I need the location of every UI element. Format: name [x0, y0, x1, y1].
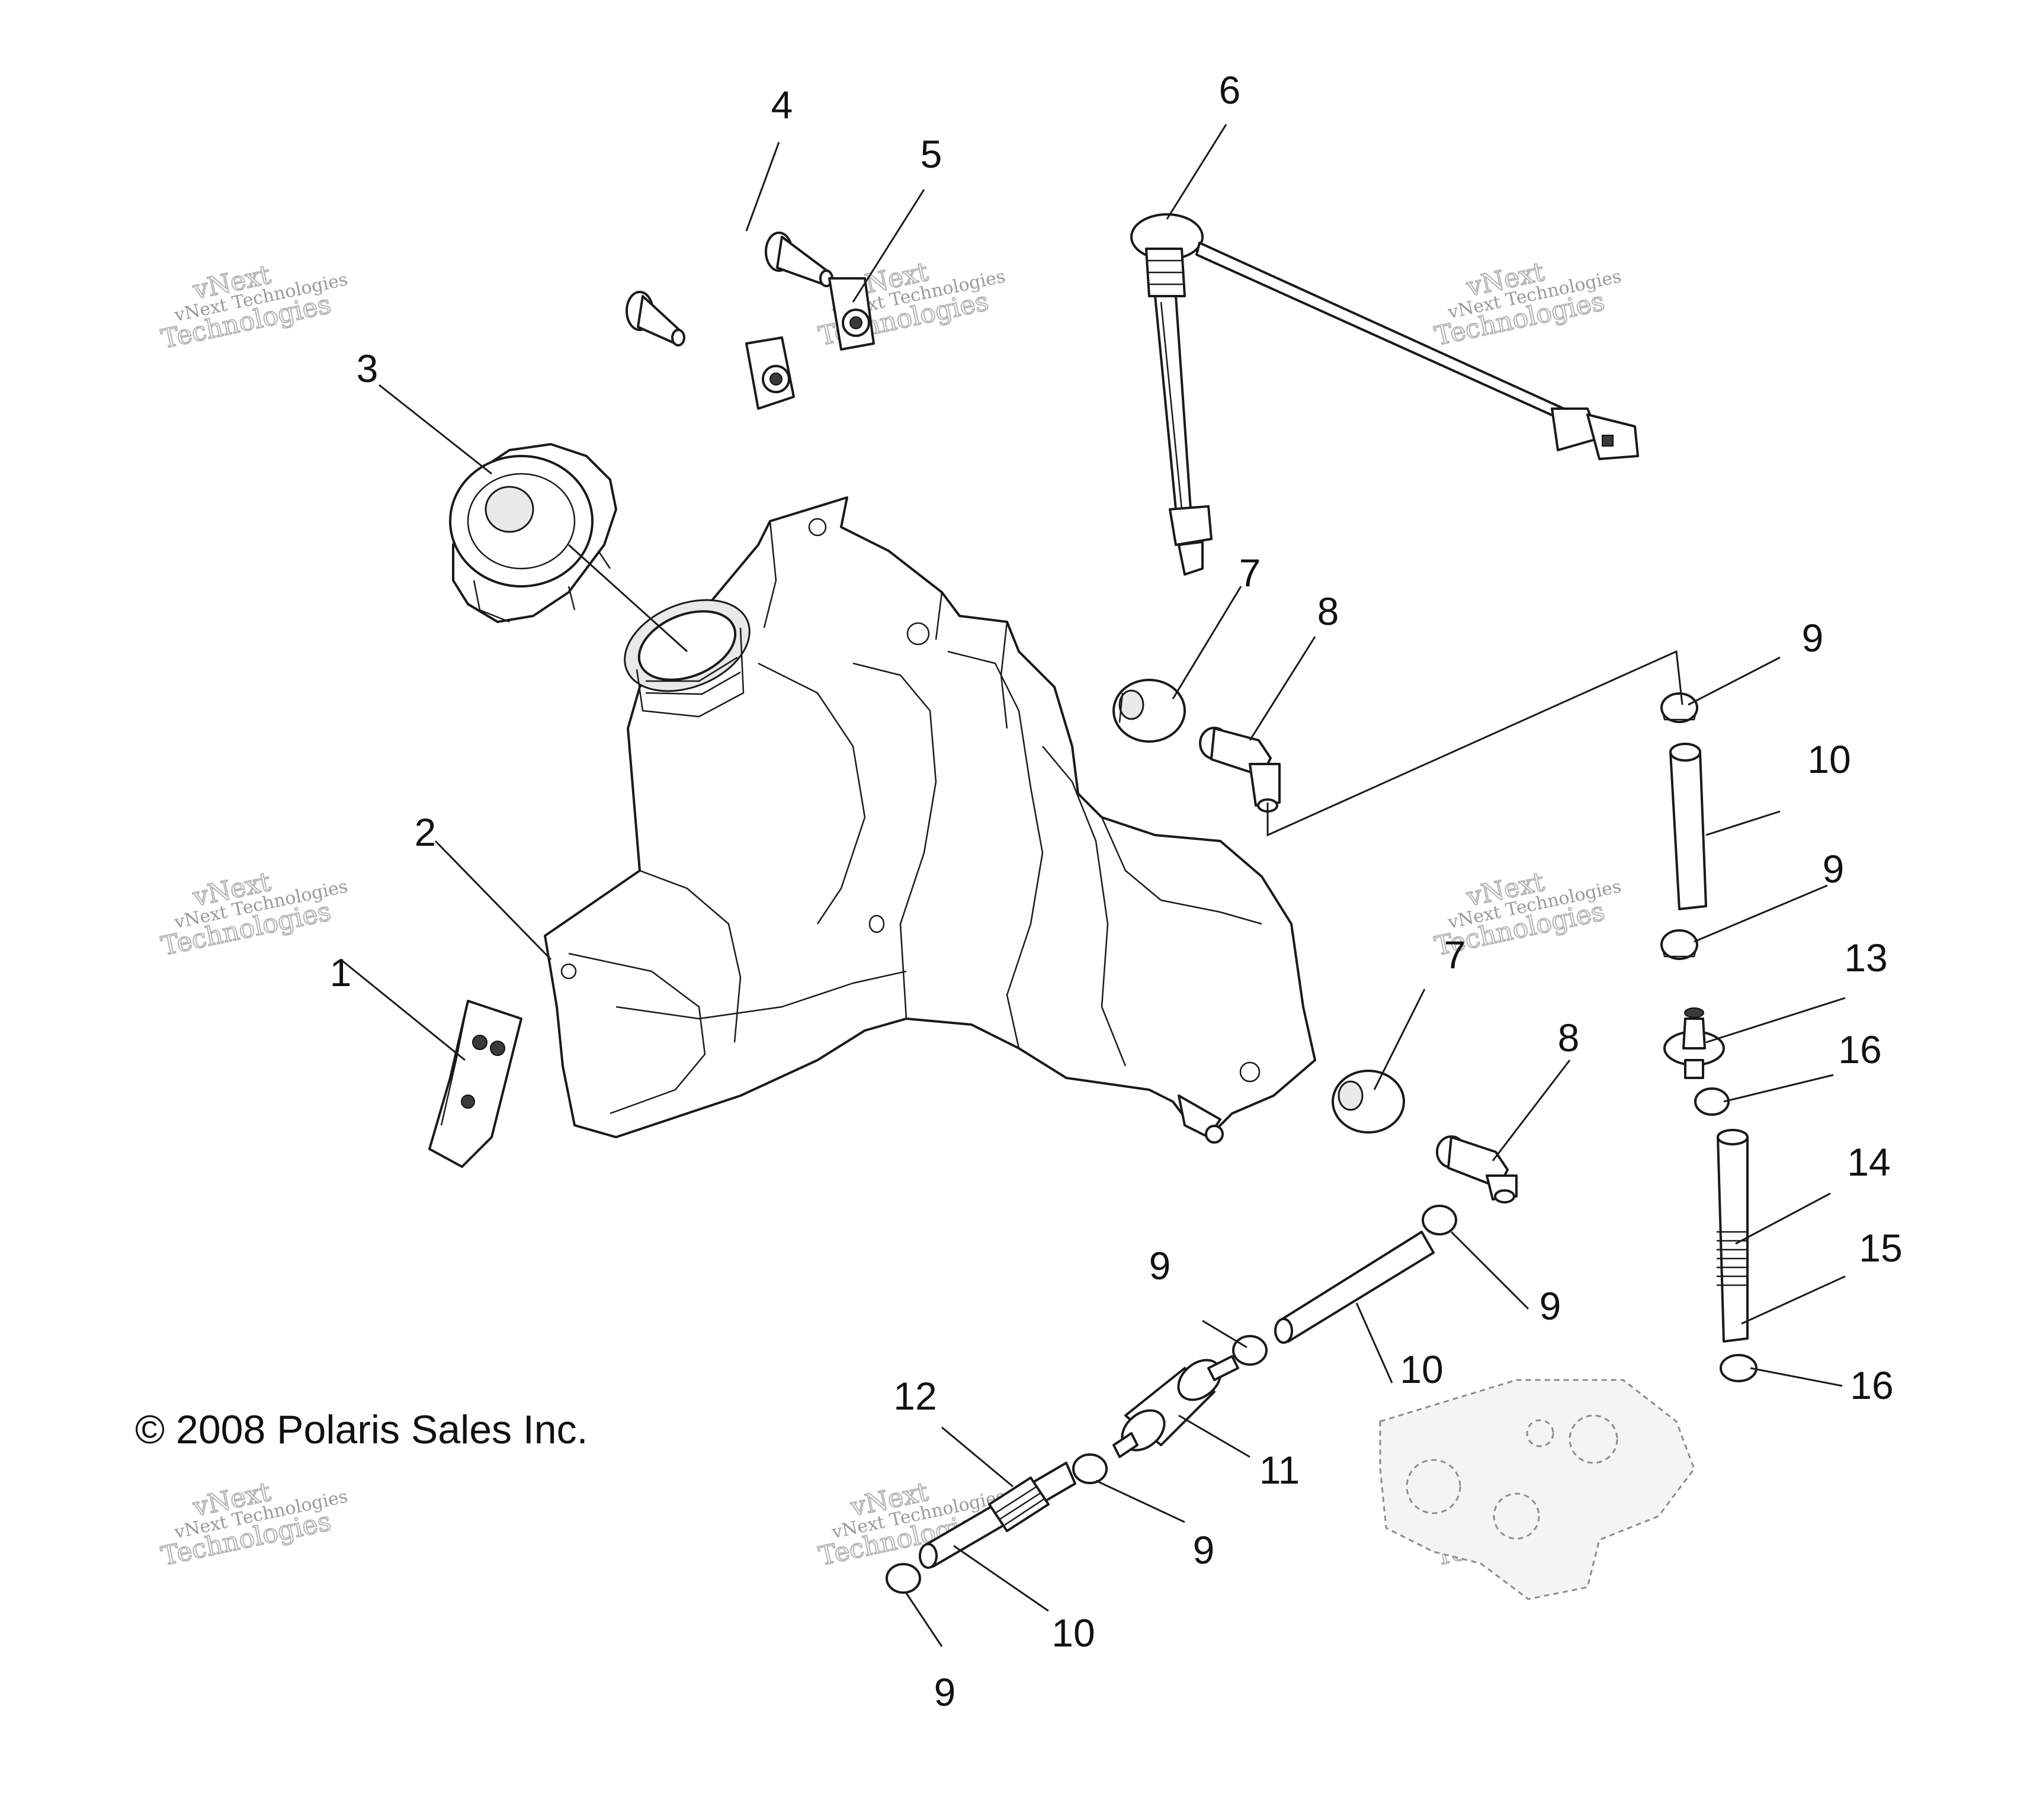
hose-clamp [1660, 929, 1698, 960]
callout-16: 16 [1838, 1028, 1881, 1071]
fuel-cap [449, 443, 617, 623]
callout-9: 9 [1802, 616, 1824, 660]
callout-13: 13 [1844, 936, 1887, 980]
callout-8: 8 [1317, 589, 1339, 633]
inline-fuel-filter [1112, 1355, 1239, 1458]
watermark: vNext vNext Technologies Technologies [158, 1476, 350, 1572]
callout-10: 10 [1400, 1347, 1443, 1391]
fuel-tank [544, 496, 1316, 1144]
hose-clamp [1232, 1335, 1268, 1366]
reference-bracket-ghost [1379, 1379, 1695, 1600]
vent-check-valve [1663, 1007, 1725, 1079]
hose-clamp-16 [1720, 1354, 1758, 1382]
hose-clamp [886, 1563, 921, 1594]
vent-hose-with-spring [1717, 1129, 1749, 1343]
callout-12: 12 [893, 1374, 937, 1418]
watermark: vNext vNext Technologies Technologies [1432, 256, 1624, 352]
hose-clamp [1422, 1205, 1457, 1235]
hose-clamp-16 [1694, 1087, 1730, 1116]
callout-6: 6 [1219, 68, 1241, 112]
elbow-fitting [1199, 727, 1281, 813]
speed-nut [745, 336, 795, 410]
fuel-hose [1274, 1231, 1435, 1344]
callout-9: 9 [1193, 1528, 1215, 1572]
callout-9: 9 [1540, 1284, 1561, 1328]
callout-7: 7 [1444, 933, 1466, 977]
hose-clamp [1072, 1453, 1108, 1484]
callout-7: 7 [1239, 551, 1261, 595]
callout-labels: 1 2 3 4 5 6 7 7 8 8 9 9 9 9 9 9 10 10 10… [330, 68, 1903, 1714]
callout-5: 5 [921, 132, 942, 176]
callout-10: 10 [1051, 1611, 1095, 1655]
hose-sleeve [988, 1476, 1050, 1532]
speed-nut [828, 277, 875, 351]
callout-15: 15 [1859, 1226, 1902, 1270]
callout-9: 9 [1149, 1244, 1171, 1288]
callout-4: 4 [771, 83, 793, 127]
callout-9: 9 [1823, 847, 1845, 891]
watermark: vNext vNext Technologies Technologies [158, 259, 350, 355]
callout-2: 2 [415, 810, 437, 854]
callout-10: 10 [1807, 737, 1851, 781]
callout-1: 1 [330, 951, 352, 994]
hose-clamp [1660, 692, 1698, 723]
fuel-level-sender [1130, 213, 1639, 576]
callout-9: 9 [934, 1670, 956, 1714]
callout-8: 8 [1558, 1016, 1580, 1060]
callout-3: 3 [357, 346, 379, 390]
grommet [1332, 1070, 1405, 1134]
fuel-hose [1669, 743, 1707, 910]
rivet-pin [765, 232, 833, 287]
callout-11: 11 [1259, 1448, 1300, 1492]
callout-16: 16 [1850, 1363, 1893, 1407]
elbow-fitting [1436, 1135, 1518, 1203]
copyright-notice: © 2008 Polaris Sales Inc. [135, 1407, 588, 1452]
leader-lines [340, 124, 1846, 1647]
callout-14: 14 [1847, 1140, 1890, 1184]
grommet [1112, 679, 1186, 743]
vent-routing-line [1266, 650, 1683, 837]
rivet-pin [626, 291, 685, 346]
bracket-clip [428, 1000, 522, 1168]
watermark: vNext vNext Technologies Technologies [158, 866, 350, 962]
